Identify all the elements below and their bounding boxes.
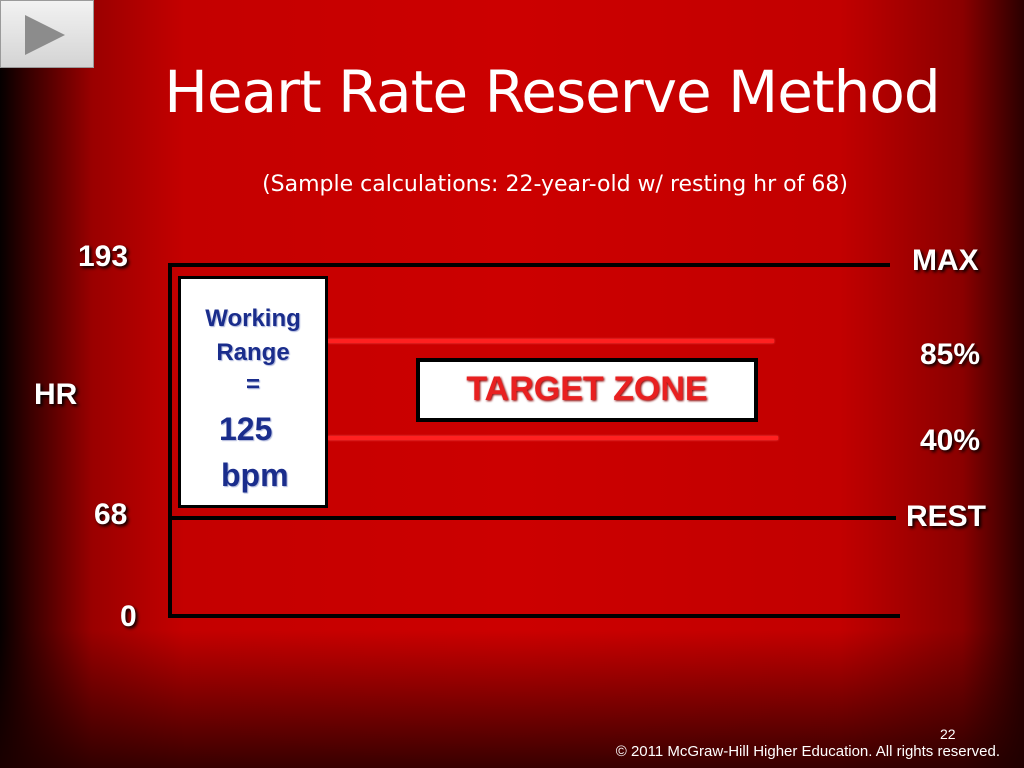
target-zone-label: TARGET ZONE: [466, 370, 708, 408]
level-40: 40%: [920, 424, 981, 457]
tick-193: 193: [78, 240, 129, 273]
max-line: [168, 263, 890, 267]
axis-label-hr: HR: [34, 378, 78, 411]
working-range-value: 125: [219, 411, 273, 447]
level-rest: REST: [906, 500, 987, 533]
axis-line: [168, 263, 172, 618]
zone-40-line: [328, 436, 778, 440]
level-85: 85%: [920, 338, 981, 371]
working-range-line2: Range: [216, 339, 290, 366]
zero-line: [168, 614, 900, 618]
page-number: 22: [940, 726, 956, 742]
page-title: Heart Rate Reserve Method: [164, 58, 940, 126]
level-max: MAX: [912, 244, 979, 277]
subtitle: (Sample calculations: 22-year-old w/ res…: [262, 172, 848, 197]
working-range-unit: bpm: [221, 457, 289, 493]
copyright: © 2011 McGraw-Hill Higher Education. All…: [615, 743, 1000, 760]
tick-0: 0: [120, 600, 137, 633]
target-zone-box: TARGET ZONE: [416, 358, 758, 422]
rest-line: [168, 516, 896, 520]
play-icon: [25, 15, 65, 55]
play-button[interactable]: [0, 0, 94, 68]
tick-68: 68: [94, 498, 128, 531]
working-range-equals: =: [245, 371, 260, 398]
zone-85-line: [328, 339, 774, 343]
working-range-line1: Working: [205, 305, 301, 332]
working-range-box: Working Range = 125 bpm: [178, 276, 328, 508]
